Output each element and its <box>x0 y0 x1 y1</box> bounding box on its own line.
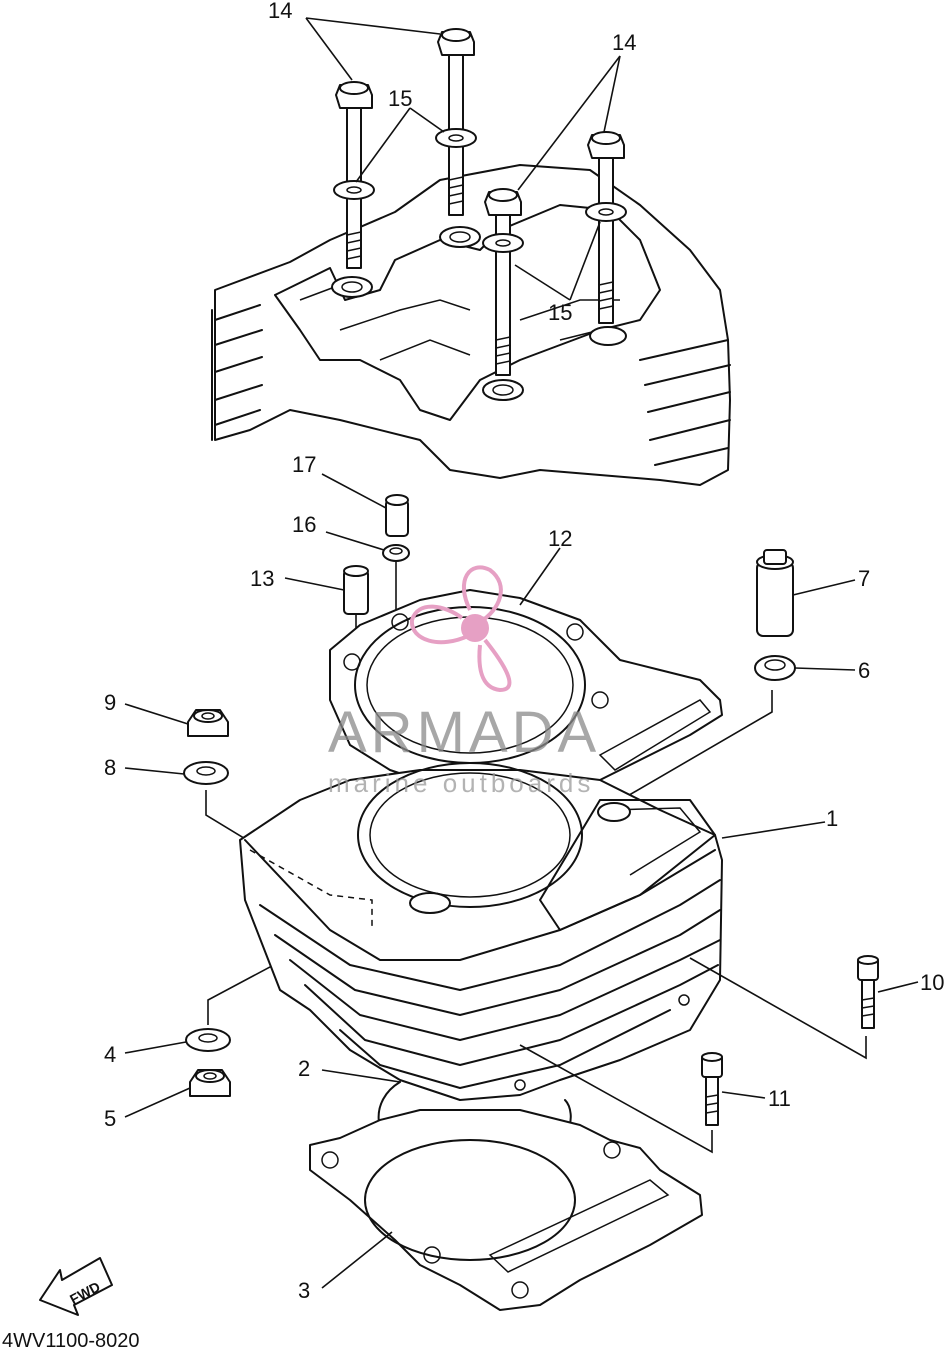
o-ring-6 <box>754 655 796 681</box>
callout-9: 9 <box>104 690 116 715</box>
bolt-11 <box>701 1052 723 1126</box>
propeller-logo-icon <box>409 565 512 693</box>
callout-13: 13 <box>250 566 274 591</box>
bolt-11-guide-line <box>519 1044 713 1154</box>
callout-3: 3 <box>298 1278 310 1303</box>
callout-11: 11 <box>768 1086 791 1111</box>
o-ring-16 <box>382 544 410 562</box>
callout-leaders <box>124 17 919 1289</box>
callout-6: 6 <box>858 658 870 683</box>
washer-4 <box>185 1028 231 1052</box>
head-bolt-right <box>585 131 627 324</box>
watermark: ARMADA marine outboards <box>328 565 600 798</box>
callout-15-rear: 15 <box>388 86 412 111</box>
cylinder-head <box>211 164 731 486</box>
dowel-pin-17 <box>385 494 409 537</box>
fwd-arrow: FWD <box>39 1257 113 1316</box>
bolt-10 <box>857 955 879 1029</box>
callout-14-front: 14 <box>612 30 636 55</box>
watermark-tagline: marine outboards <box>328 768 594 798</box>
bolt-10-guide-line <box>689 957 867 1060</box>
callout-14-rear: 14 <box>268 0 292 23</box>
callout-4: 4 <box>104 1042 116 1067</box>
callout-1: 1 <box>826 806 838 831</box>
washer-8 <box>183 761 229 785</box>
tensioner-guide-7 <box>756 549 794 637</box>
callout-7: 7 <box>858 566 870 591</box>
callout-10: 10 <box>920 970 944 995</box>
part-6-guide-line <box>599 690 773 813</box>
nut-5 <box>189 1069 231 1097</box>
flange-nut-9 <box>187 709 229 737</box>
part-code: 4WV1100-8020 <box>2 1330 140 1352</box>
callout-2: 2 <box>298 1056 310 1081</box>
watermark-brand: ARMADA <box>328 700 600 765</box>
dowel-pin-13 <box>343 565 369 615</box>
callout-16: 16 <box>292 512 316 537</box>
base-gasket <box>309 1109 703 1311</box>
head-bolt-center-front <box>482 188 524 376</box>
cylinder-block <box>239 762 723 1101</box>
head-bolt-center-rear <box>435 28 477 216</box>
callout-17: 17 <box>292 452 316 477</box>
callout-12: 12 <box>548 526 572 551</box>
callout-5: 5 <box>104 1106 116 1131</box>
callout-labels: 14 14 15 15 17 16 12 13 7 6 9 8 1 10 4 2… <box>104 0 944 1303</box>
callout-15-front: 15 <box>548 300 572 325</box>
head-bolt-left <box>333 81 375 269</box>
callout-8: 8 <box>104 755 116 780</box>
